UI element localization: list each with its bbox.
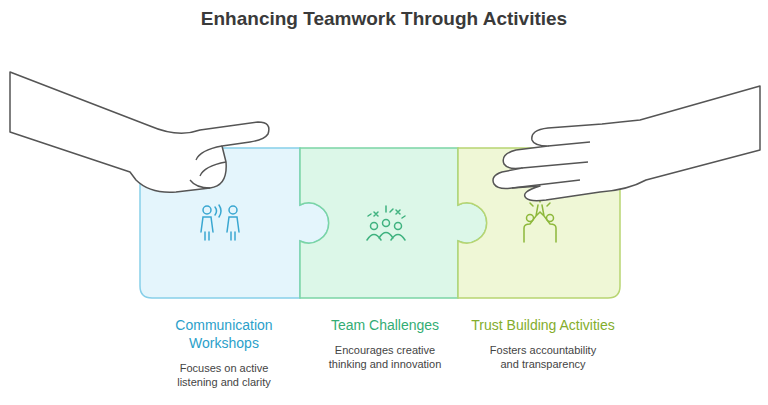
communication-icon xyxy=(201,205,239,240)
right-hand xyxy=(493,86,760,201)
finger-lines xyxy=(190,146,226,188)
puzzle-node: Team ChallengesEncourages creative think… xyxy=(305,148,465,371)
puzzle-node: Trust Building ActivitiesFosters account… xyxy=(462,148,624,371)
node-heading: Trust Building Activities xyxy=(471,316,614,334)
node-description: Focuses on active listening and clarity xyxy=(162,361,287,389)
diagram-title: Enhancing Teamwork Through Activities xyxy=(0,8,768,30)
node-heading: Communication Workshops xyxy=(149,316,299,352)
puzzle-node: Communication WorkshopsFocuses on active… xyxy=(140,148,308,389)
node-description: Encourages creative thinking and innovat… xyxy=(323,343,448,371)
node-heading: Team Challenges xyxy=(331,316,439,334)
trust-icon xyxy=(524,199,556,242)
team-icon xyxy=(367,206,405,240)
left-hand xyxy=(10,72,269,192)
finger-lines xyxy=(512,142,590,188)
node-description: Fosters accountability and transparency xyxy=(481,343,606,371)
